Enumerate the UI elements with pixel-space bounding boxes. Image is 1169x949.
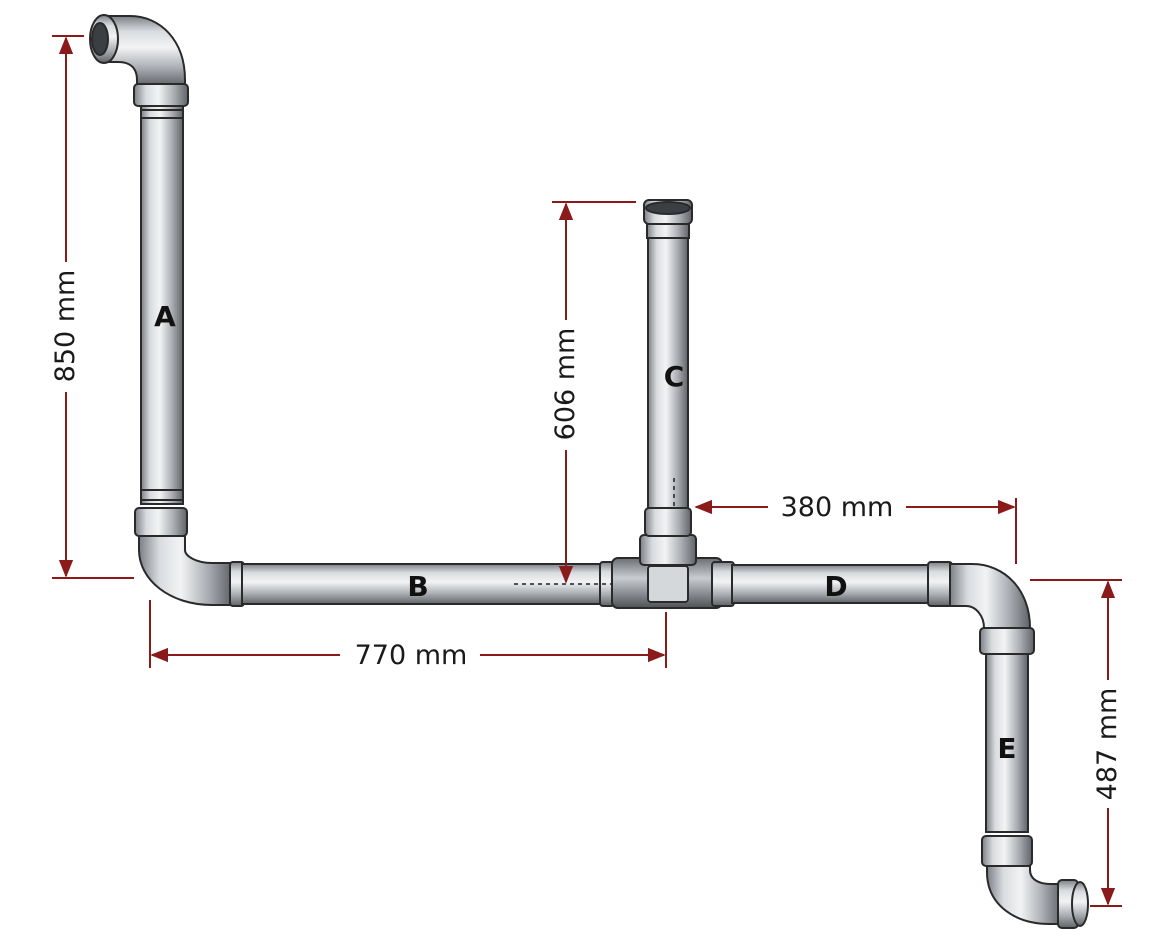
dimension-c-label: 606 mm xyxy=(550,328,581,441)
dimension-lines xyxy=(52,35,1122,907)
pipe-assembly xyxy=(89,14,1089,929)
segment-labels: A B C D E xyxy=(154,300,1016,765)
tee-fitting xyxy=(611,534,723,609)
dimension-labels: 850 mm 606 mm 770 mm 380 mm 487 mm xyxy=(50,270,1123,801)
segment-b-letter: B xyxy=(407,570,428,603)
segment-a-letter: A xyxy=(154,300,176,333)
dimension-a-label: 850 mm xyxy=(50,270,81,383)
dimension-b-label: 770 mm xyxy=(355,640,468,671)
pipe-segment-a xyxy=(89,14,233,606)
segment-d-letter: D xyxy=(824,570,847,603)
pipe-segment-c xyxy=(643,199,693,537)
dimension-d-label: 380 mm xyxy=(781,492,894,523)
pipe-segment-d xyxy=(711,561,1031,633)
reference-marks xyxy=(514,478,675,585)
dimension-e-label: 487 mm xyxy=(1092,688,1123,801)
pipe-segment-e xyxy=(979,627,1089,929)
pipe-segment-b xyxy=(229,561,615,607)
segment-e-letter: E xyxy=(997,732,1016,765)
segment-c-letter: C xyxy=(664,360,685,393)
